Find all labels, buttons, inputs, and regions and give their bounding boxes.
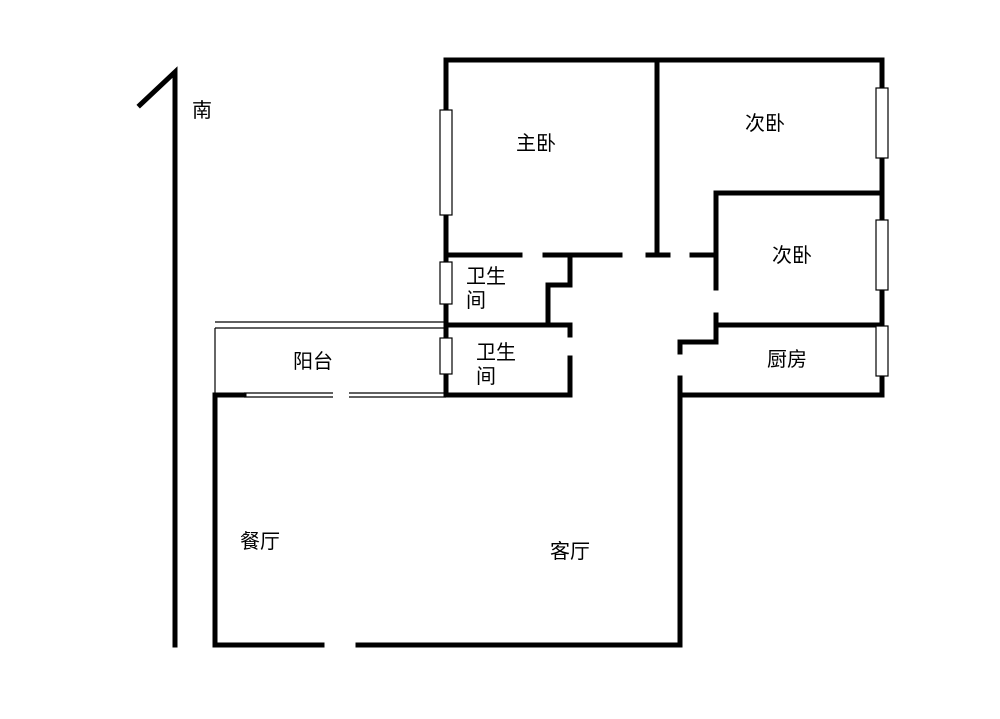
balcony-rail <box>214 321 446 395</box>
wall-bathroom-lower-right <box>545 322 573 338</box>
room-dining: 餐厅 <box>240 529 280 553</box>
room-balcony: 阳台 <box>293 349 333 373</box>
room-bathroom-lower: 卫生间 <box>476 340 516 388</box>
window-master <box>439 109 453 216</box>
wall-bedroom-mid-bottom <box>713 312 885 328</box>
compass-label: 南 <box>192 98 212 122</box>
balcony-sliding-door <box>244 392 446 398</box>
room-kitchen: 厨房 <box>767 347 807 371</box>
wall-living-bottom-left <box>212 392 325 648</box>
wall-bathroom-lower-right2 <box>443 355 573 398</box>
window-bedroom-top <box>875 87 889 159</box>
wall-kitchen-left <box>677 322 719 355</box>
wall-bedroom-mid-top <box>713 190 885 291</box>
window-kitchen <box>875 325 889 377</box>
room-living: 客厅 <box>550 539 590 563</box>
compass-arrow <box>136 66 178 648</box>
wall-bathroom-upper-right <box>443 255 573 328</box>
room-master-bedroom: 主卧 <box>516 131 556 155</box>
room-second-bedroom-mid: 次卧 <box>772 243 812 267</box>
window-bathroom-lower <box>439 337 453 375</box>
room-second-bedroom-top: 次卧 <box>745 111 785 135</box>
window-bedroom-mid <box>875 219 889 291</box>
room-bathroom-upper: 卫生间 <box>466 264 506 312</box>
window-bathroom-upper <box>439 261 453 305</box>
